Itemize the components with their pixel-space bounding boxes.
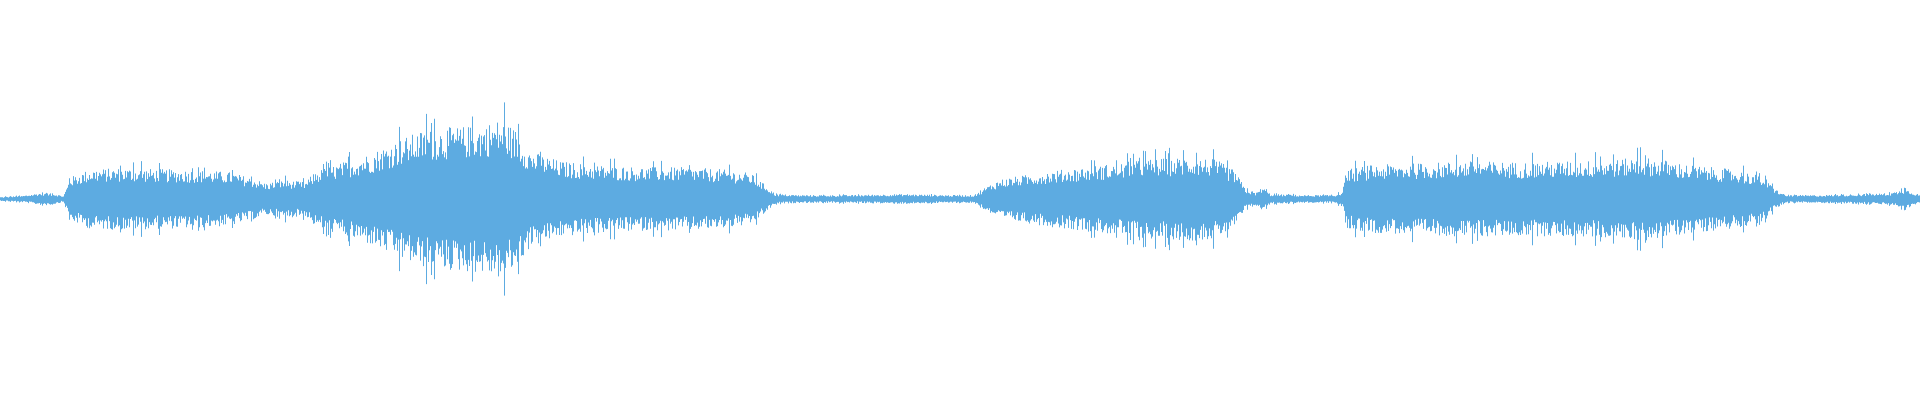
waveform-samples	[0, 102, 1920, 296]
